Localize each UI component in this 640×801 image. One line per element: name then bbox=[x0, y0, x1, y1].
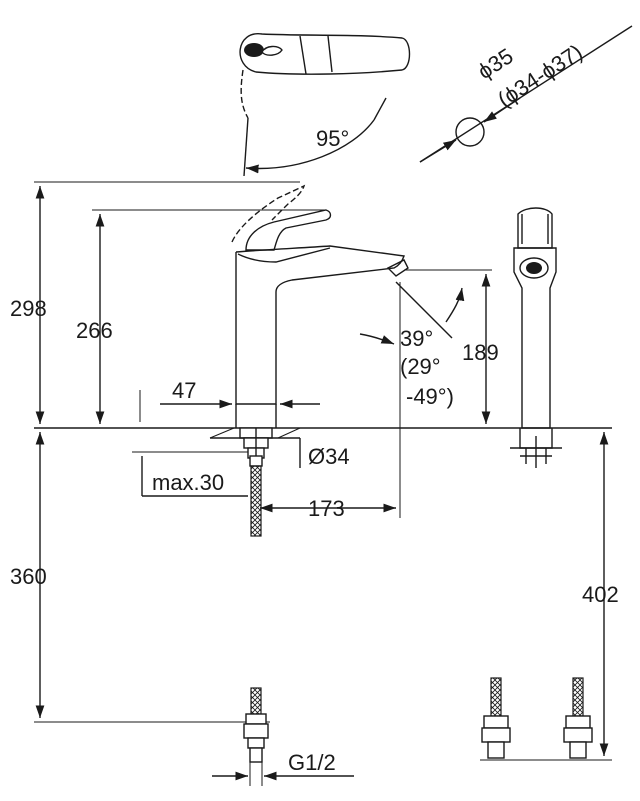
spout-angle-range-1: (29° bbox=[400, 354, 441, 379]
rotation-angle-label: 95° bbox=[316, 126, 349, 151]
height-spout-label: 266 bbox=[76, 318, 113, 343]
faucet-side-view bbox=[34, 184, 612, 429]
hose-connector-left bbox=[243, 687, 269, 763]
diameter-detail bbox=[419, 25, 633, 163]
spout-height-label: 189 bbox=[462, 340, 499, 365]
hole-diameter-label: Ø34 bbox=[308, 444, 350, 469]
spout-angle-label: 39° bbox=[400, 326, 433, 351]
diameter-top-label: ϕ35 bbox=[473, 43, 517, 84]
hose-length-left-label: 360 bbox=[10, 564, 47, 589]
hose-connector-right-1 bbox=[481, 677, 511, 759]
height-total-label: 298 bbox=[10, 296, 47, 321]
base-width-label: 47 bbox=[172, 378, 196, 403]
mounting-assembly bbox=[209, 427, 301, 537]
spout-angle-range-2: -49°) bbox=[406, 384, 454, 409]
faucet-front-view bbox=[510, 207, 562, 468]
max-counter-label: max.30 bbox=[152, 470, 224, 495]
thread-label: G1/2 bbox=[288, 750, 336, 775]
top-view-lever bbox=[239, 33, 411, 177]
hose-length-right-label: 402 bbox=[582, 582, 619, 607]
hose-connector-right-2 bbox=[563, 677, 593, 759]
projection-label: 173 bbox=[308, 496, 345, 521]
